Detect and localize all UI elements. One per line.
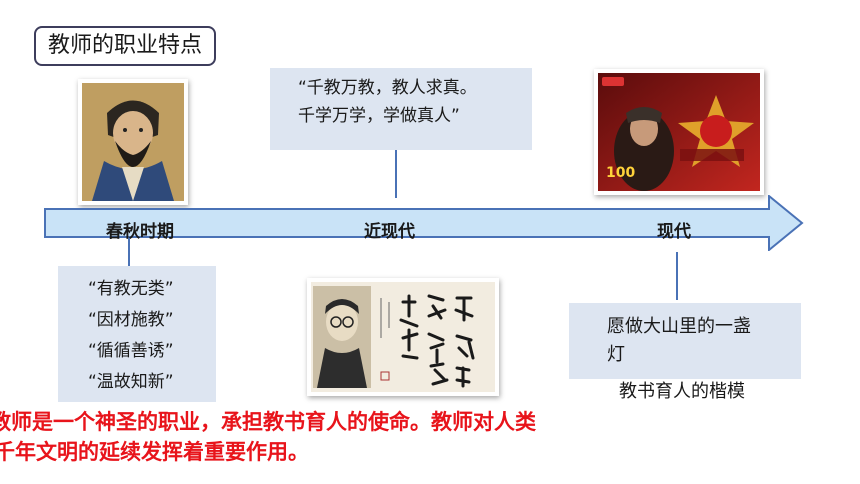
teacher-model-caption: 教书育人的楷模 [619,381,745,402]
quote-line: “因材施教” [88,310,174,330]
summary-line-2: 千年文明的延续发挥着重要作用。 [0,440,309,464]
connector-line [128,238,130,266]
quote-line: “温故知新” [88,372,174,392]
teacher-model-quote-box: 愿做大山里的一盏 灯 [569,303,801,379]
connector-line [395,150,397,198]
summary-line-1: 教师是一个神圣的职业，承担教书育人的使命。教师对人类 [0,410,536,434]
quote-line: “千教万教，教人求真。 [298,78,477,98]
quote-line: 灯 [607,344,625,365]
quote-line: 愿做大山里的一盏 [607,316,751,337]
svg-text:100: 100 [606,165,635,181]
confucius-portrait [78,79,188,205]
calligraphy-portrait-icon [311,282,495,392]
quote-line: “有教无类” [88,279,174,299]
medal-broadcast-icon: 100 [598,73,760,191]
era-label-modern-era: 近现代 [364,222,415,242]
connector-line [676,252,678,300]
tv-program-image: 100 [594,69,764,195]
era-label-spring-autumn: 春秋时期 [106,222,174,242]
quote-line: “循循善诱” [88,341,174,361]
era-label-contemporary: 现代 [657,222,691,242]
calligraphy-image [307,278,499,396]
quote-line: 千学万学，学做真人” [298,106,460,126]
timeline-arrow [44,195,804,251]
tao-xingzhi-quote-box: “千教万教，教人求真。 千学万学，学做真人” [270,68,532,150]
page-title: 教师的职业特点 [34,26,217,66]
confucius-quotes-box: “有教无类” “因材施教” “循循善诱” “温故知新” [58,266,216,402]
confucius-painting-icon [82,83,184,201]
